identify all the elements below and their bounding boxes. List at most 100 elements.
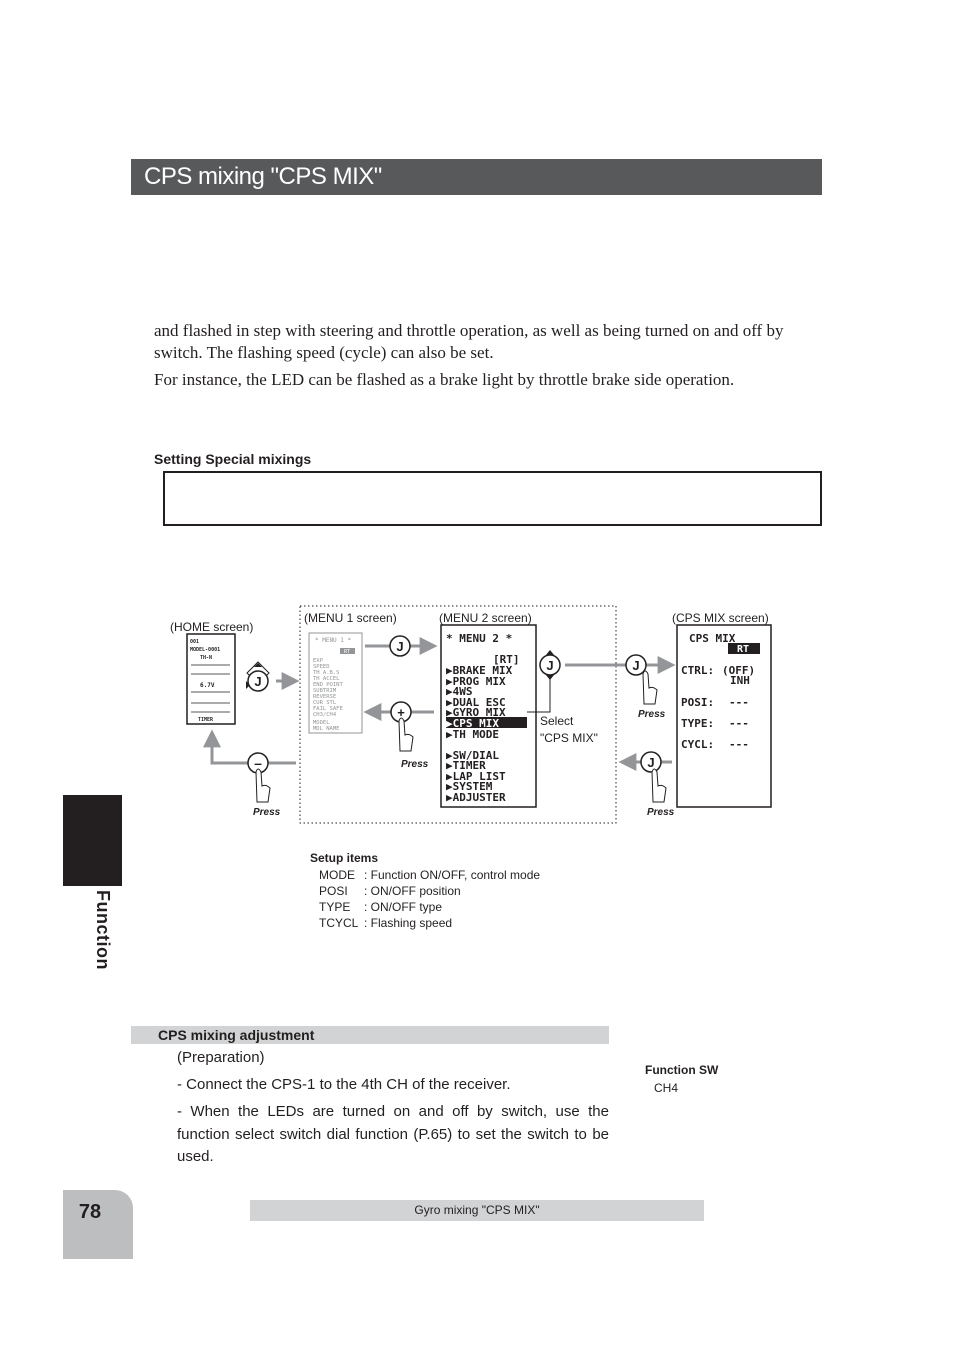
svg-text:CTRL:: CTRL:	[681, 664, 714, 677]
svg-text:---: ---	[729, 696, 749, 709]
intro-paragraph-1: and flashed in step with steering and th…	[154, 321, 784, 362]
cps-mix-screen: CPS MIX RT CTRL: (OFF) INH POSI: --- TYP…	[676, 624, 772, 808]
menu2-screen: * MENU 2 * [RT] ▶BRAKE MIX ▶PROG MIX ▶4W…	[440, 624, 537, 808]
title-bar	[131, 159, 822, 195]
menu2-screen-label: (MENU 2 screen)	[439, 611, 532, 625]
svg-text:RT: RT	[344, 649, 350, 655]
svg-text:▶ADJUSTER: ▶ADJUSTER	[446, 791, 506, 804]
select-label-2: "CPS MIX"	[540, 731, 598, 745]
svg-text:MODEL: MODEL	[313, 720, 330, 726]
svg-text:* MENU 1 *: * MENU 1 *	[315, 637, 352, 644]
svg-text:SUBTRIM: SUBTRIM	[313, 688, 337, 694]
j-key-exit-cps: J	[640, 751, 667, 803]
preparation-label: (Preparation)	[177, 1049, 265, 1066]
menu-flow-diagram: (HOME screen) (MENU 1 screen) (MENU 2 sc…	[170, 605, 772, 824]
j-key-enter-cps: J	[625, 654, 658, 705]
press-label-minus: Press	[253, 807, 281, 818]
svg-text:▶SW/DIAL: ▶SW/DIAL	[446, 749, 499, 762]
svg-text:J: J	[632, 658, 639, 673]
setup-heading: Setup items	[310, 851, 379, 865]
home-screen: 001 MODEL-0001 TH-N 6.7V TIMER	[186, 633, 236, 725]
svg-text:MODEL-0001: MODEL-0001	[190, 647, 220, 653]
svg-text:▶SYSTEM: ▶SYSTEM	[446, 780, 493, 793]
setting-heading: Setting Special mixings	[154, 451, 312, 467]
cps-screen-label: (CPS MIX screen)	[672, 611, 769, 625]
svg-text:END POINT: END POINT	[313, 682, 343, 688]
side-tab-block	[63, 795, 122, 886]
footer-text: Gyro mixing "CPS MIX"	[414, 1203, 540, 1217]
svg-text:MDL NAME: MDL NAME	[313, 726, 340, 732]
svg-text:POSI:: POSI:	[681, 696, 714, 709]
svg-text:6.7V: 6.7V	[200, 682, 215, 689]
select-label-1: Select	[540, 714, 574, 728]
svg-text:▶TH MODE: ▶TH MODE	[446, 728, 499, 741]
side-tab-label: Function	[93, 890, 113, 970]
page-number-tab	[63, 1190, 133, 1259]
svg-text:FAIL SAFE: FAIL SAFE	[313, 706, 343, 712]
footer-bar	[250, 1200, 704, 1221]
setup-item: MODE : Function ON/OFF, control mode	[319, 868, 541, 882]
preparation-step-1: - Connect the CPS-1 to the 4th CH of the…	[177, 1076, 511, 1093]
svg-text:▶TIMER: ▶TIMER	[446, 759, 486, 772]
svg-text:TH-N: TH-N	[200, 655, 212, 661]
svg-text:INH: INH	[730, 674, 750, 687]
setup-item: TCYCL : Flashing speed	[319, 916, 453, 930]
svg-text:J: J	[254, 674, 261, 689]
svg-text:▶LAP LIST: ▶LAP LIST	[446, 770, 506, 783]
setup-item: TYPE : ON/OFF type	[319, 900, 443, 914]
svg-text:* MENU 2 *: * MENU 2 *	[446, 632, 512, 645]
joystick-key-home: J	[246, 661, 270, 692]
menu1-screen-label: (MENU 1 screen)	[304, 611, 397, 625]
page-number: 78	[78, 1201, 102, 1223]
svg-text:J: J	[396, 639, 403, 654]
page-title: CPS mixing "CPS MIX"	[144, 163, 382, 190]
j-key-menu2: J	[539, 650, 561, 680]
minus-key: –	[247, 752, 271, 803]
press-label-plus: Press	[401, 759, 429, 770]
function-sw-label: Function SW	[645, 1063, 719, 1077]
empty-box	[163, 471, 822, 526]
plus-key: +	[390, 701, 414, 752]
svg-text:–: –	[254, 755, 262, 771]
svg-text:+: +	[397, 705, 405, 720]
adjustment-heading: CPS mixing adjustment	[158, 1027, 315, 1043]
svg-text:TH ACCEL: TH ACCEL	[313, 676, 340, 682]
home-screen-label: (HOME screen)	[170, 620, 253, 634]
svg-text:CPS MIX: CPS MIX	[689, 632, 736, 645]
preparation-step-2: - When the LEDs are turned on and off by…	[177, 1103, 609, 1165]
adjustment-heading-bar	[131, 1026, 609, 1044]
press-label-enter: Press	[638, 709, 666, 720]
svg-text:001: 001	[190, 639, 199, 645]
svg-text:---: ---	[729, 738, 749, 751]
j-key-menu1: J	[389, 635, 411, 657]
svg-text:J: J	[647, 755, 654, 770]
menu1-screen: * MENU 1 * RT EXP SPEED TH A.B.S TH ACCE…	[308, 632, 363, 734]
svg-text:CYCL:: CYCL:	[681, 738, 714, 751]
function-sw-value: CH4	[654, 1081, 679, 1095]
menu-group-frame	[299, 605, 617, 824]
press-label-exit: Press	[647, 807, 675, 818]
intro-paragraph-2: For instance, the LED can be flashed as …	[154, 370, 735, 389]
svg-text:[RT]: [RT]	[493, 653, 520, 666]
svg-text:TIMER: TIMER	[198, 717, 214, 723]
setup-list: MODE : Function ON/OFF, control mode POS…	[319, 868, 579, 932]
svg-text:▶GYRO MIX: ▶GYRO MIX	[446, 706, 506, 719]
svg-text:TYPE:: TYPE:	[681, 717, 714, 730]
svg-text:CUR STL: CUR STL	[313, 700, 337, 706]
svg-text:REVERSE: REVERSE	[313, 694, 336, 700]
setup-item: POSI : ON/OFF position	[319, 884, 461, 898]
svg-text:▶DUAL ESC: ▶DUAL ESC	[446, 696, 506, 709]
svg-text:▶CPS MIX: ▶CPS MIX	[446, 717, 499, 730]
svg-text:SPEED: SPEED	[313, 664, 330, 670]
svg-text:CH3/CH4: CH3/CH4	[313, 712, 337, 718]
svg-text:J: J	[546, 658, 553, 673]
svg-text:EXP: EXP	[313, 658, 324, 664]
svg-text:---: ---	[729, 717, 749, 730]
side-tab: Function	[63, 890, 122, 980]
svg-text:▶PROG MIX: ▶PROG MIX	[446, 675, 506, 688]
svg-text:TH A.B.S: TH A.B.S	[313, 670, 340, 676]
svg-text:▶4WS: ▶4WS	[446, 685, 473, 698]
svg-text:(OFF): (OFF)	[722, 664, 755, 677]
svg-text:▶BRAKE MIX: ▶BRAKE MIX	[446, 664, 513, 677]
svg-text:RT: RT	[737, 644, 749, 655]
